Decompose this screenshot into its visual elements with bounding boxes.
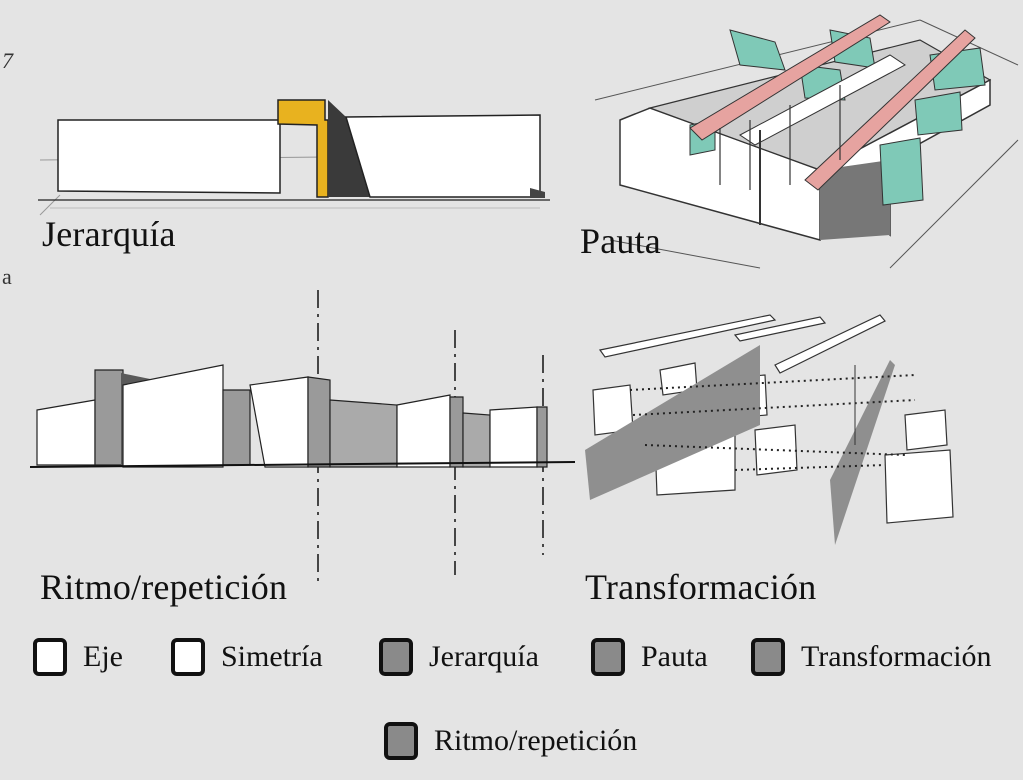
ritmo-sketch [29, 290, 576, 585]
panel-ritmo [25, 285, 585, 585]
legend-swatch-transformacion [751, 638, 785, 676]
legend-item-ritmo: Ritmo/repetición [384, 722, 637, 760]
caption-pauta: Pauta [580, 221, 661, 261]
transformacion-sketch [585, 314, 954, 545]
legend-item-jerarquia: Jerarquía [379, 638, 591, 676]
panel-jerarquia [30, 80, 550, 280]
legend-swatch-jerarquia [379, 638, 413, 676]
legend-row-1: Eje Simetría Jerarquía Pauta Transformac… [33, 638, 992, 676]
legend-label-simetria: Simetría [221, 640, 323, 673]
pauta-sketch [594, 14, 1019, 269]
legend-row-2: Ritmo/repetición [384, 722, 637, 760]
legend-item-pauta: Pauta [591, 638, 751, 676]
legend-swatch-simetria [171, 638, 205, 676]
caption-transformacion: Transformación [585, 567, 817, 607]
legend-label-ritmo: Ritmo/repetición [434, 724, 638, 757]
edge-mark-mid: a [2, 264, 12, 289]
jerarquia-sketch [38, 99, 550, 216]
legend-label-pauta: Pauta [641, 640, 708, 673]
legend-swatch-eje [33, 638, 67, 676]
legend-label-jerarquia: Jerarquía [429, 640, 539, 673]
caption-jerarquia: Jerarquía [42, 214, 176, 254]
edge-mark-top: 7 [2, 48, 13, 73]
legend-item-transformacion: Transformación [751, 638, 992, 676]
legend-label-transformacion: Transformación [801, 640, 992, 673]
legend-swatch-pauta [591, 638, 625, 676]
legend-swatch-ritmo [384, 722, 418, 760]
legend-label-eje: Eje [83, 640, 123, 673]
panel-pauta [590, 10, 1020, 270]
legend-item-simetria: Simetría [171, 638, 379, 676]
legend-item-eje: Eje [33, 638, 171, 676]
panel-transformacion [585, 305, 1015, 555]
caption-ritmo: Ritmo/repetición [40, 567, 288, 607]
